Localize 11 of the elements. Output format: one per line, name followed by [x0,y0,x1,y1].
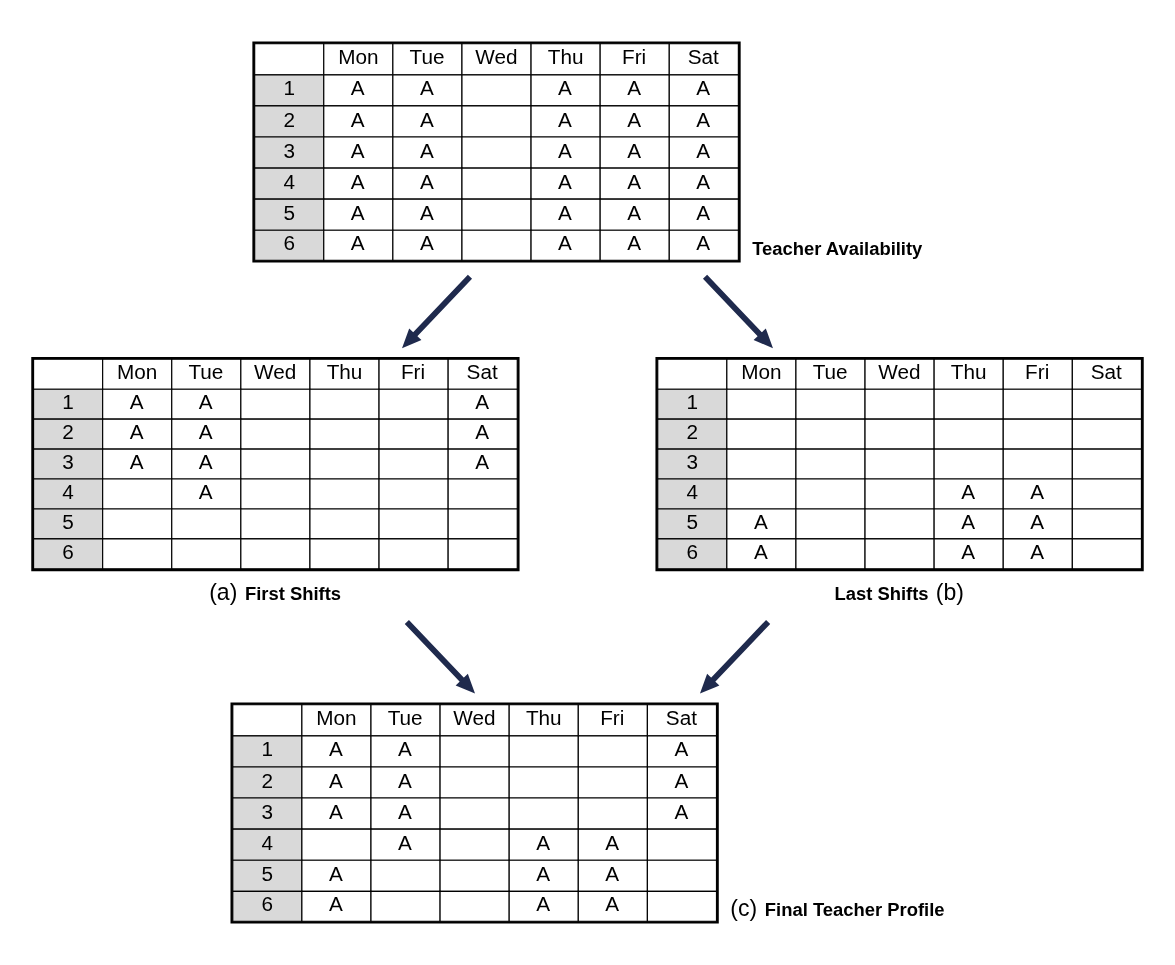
arrow [402,274,473,349]
node-label: Final Teacher Profile [764,898,945,920]
arrow [404,619,476,694]
node-label: (a) [209,578,238,605]
arrow [699,619,771,694]
node-label: Last Shifts [834,582,929,604]
node-label: (c) [730,894,758,921]
node-label: Teacher Availability [752,238,923,260]
node-label: First Shifts [244,582,342,604]
arrow [702,274,773,349]
node-label: (b) [935,578,965,605]
